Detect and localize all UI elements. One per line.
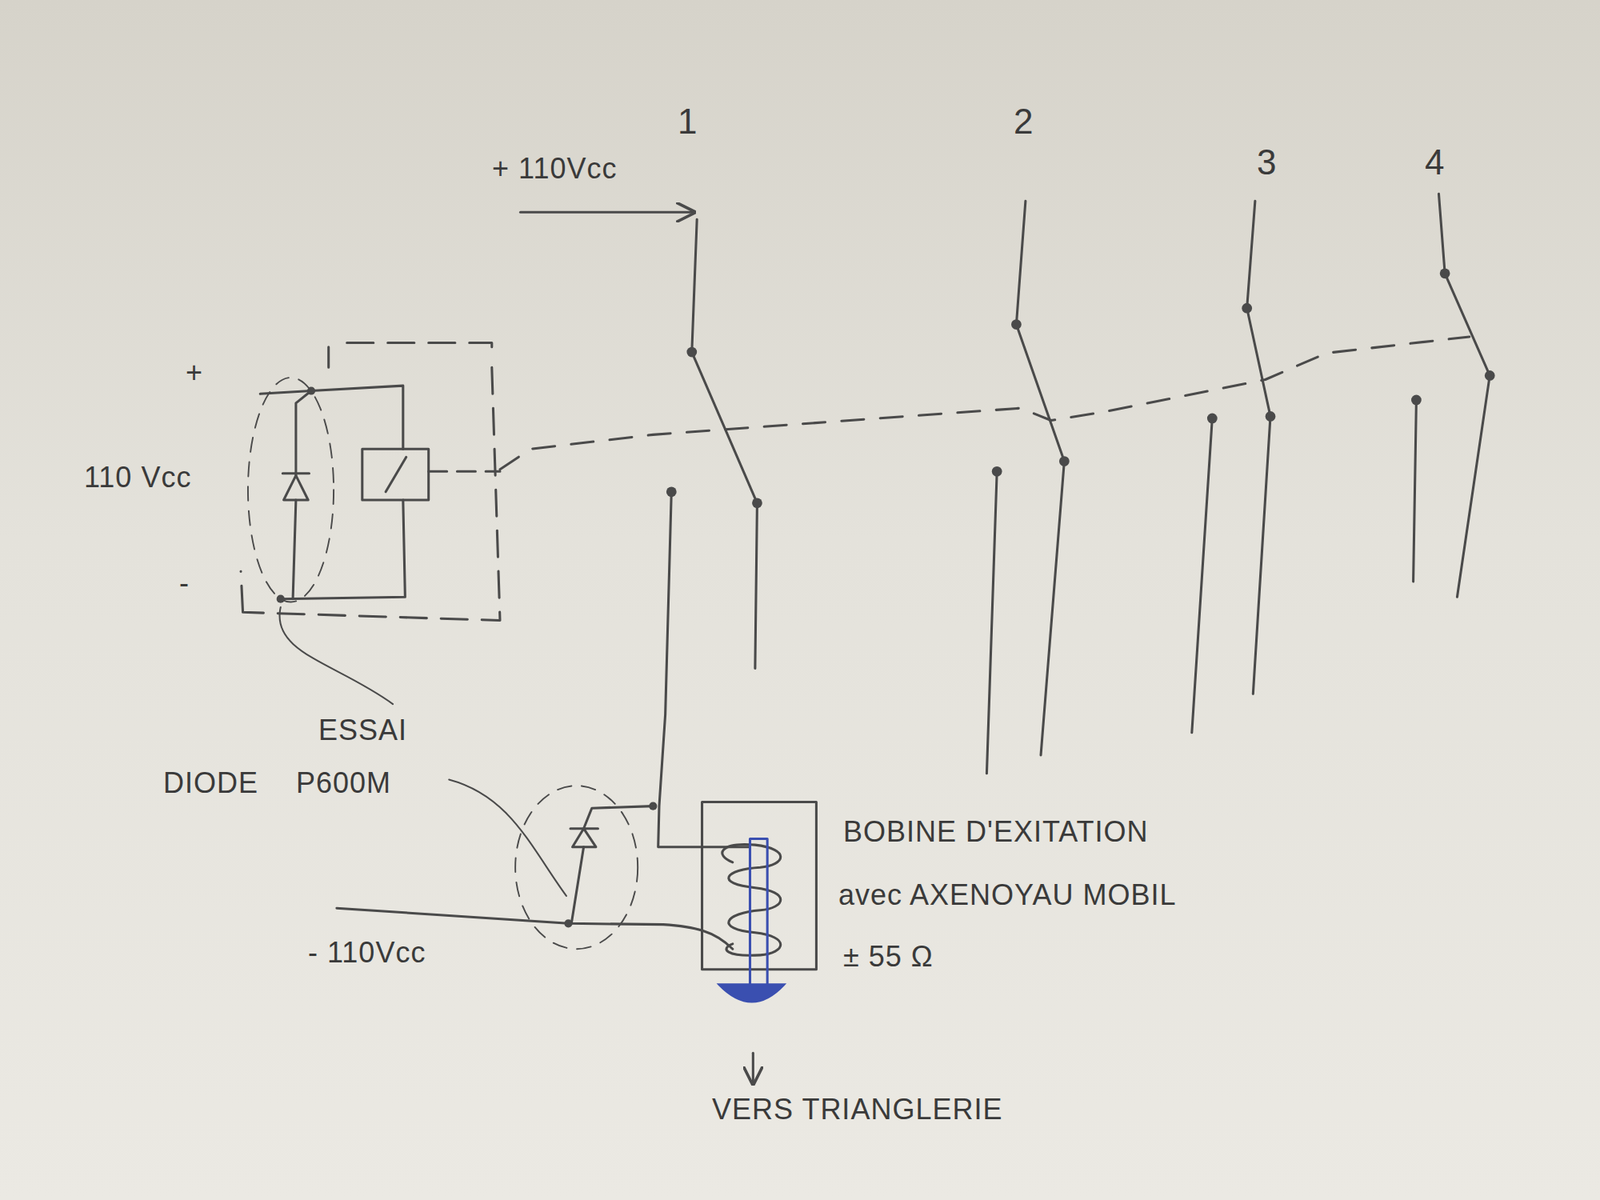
terminal-dot [686, 347, 697, 358]
terminal-dot [1241, 303, 1252, 314]
diode-symbol [570, 828, 598, 848]
annotation-text: - [179, 567, 190, 600]
wire [658, 492, 751, 848]
switch-pole [1438, 193, 1445, 273]
terminal-dot [666, 486, 677, 497]
terminal-dot [992, 466, 1003, 477]
switch-pole [1247, 200, 1256, 308]
switch-blade [1444, 273, 1490, 376]
relay-coil [362, 448, 429, 500]
relay-housing [240, 343, 500, 621]
terminal-dot [752, 497, 763, 508]
annotation-text: + 110Vcc [492, 152, 617, 185]
wire [1413, 400, 1417, 582]
supply-arrow [520, 211, 695, 214]
terminal-dot [1411, 395, 1422, 406]
pencil-lines [240, 193, 1490, 1084]
annotation-text: DIODE [163, 767, 259, 800]
switch-blade [1247, 308, 1271, 416]
switch-blade [1016, 324, 1064, 462]
leader-line [448, 779, 567, 896]
annotation-text: VERS TRIANGLERIE [712, 1093, 1003, 1126]
diode-symbol [282, 473, 309, 500]
terminal-dot [1440, 268, 1451, 279]
wire [986, 471, 997, 774]
wire [1252, 416, 1271, 694]
annotation-text: BOBINE D'EXITATION [843, 816, 1149, 848]
wire [1192, 418, 1213, 733]
dashed-circle [248, 377, 334, 603]
terminal-dots [276, 268, 1496, 928]
terminal-dot [564, 919, 572, 928]
core-rod [750, 838, 768, 984]
annotation-text: - 110Vcc [308, 936, 426, 969]
coil-housing [702, 802, 817, 970]
annotation-text: P600M [296, 767, 392, 800]
wire [292, 391, 312, 600]
annotation-text: 110 Vcc [84, 461, 192, 494]
annotation-text: ± 55 Ω [843, 940, 934, 973]
terminal-dot [1011, 319, 1022, 330]
callout-number: 2 [1013, 102, 1034, 141]
callout-number: 1 [677, 102, 698, 141]
wire [1456, 375, 1490, 597]
mechanical-link [428, 470, 500, 473]
core-head [719, 984, 784, 1002]
terminal-dot [307, 386, 316, 395]
relay-coil-slash [385, 456, 407, 492]
terminal-dot [1207, 413, 1218, 424]
wire [280, 500, 406, 600]
leader-line [279, 607, 393, 704]
callout-number: 4 [1424, 143, 1445, 182]
callout-number: 3 [1256, 143, 1277, 182]
terminal-dot [1484, 370, 1496, 381]
terminal-dot [1059, 456, 1070, 467]
moving-core [719, 838, 784, 1001]
annotation-text: avec AXENOYAU MOBIL [838, 879, 1176, 912]
wire [1040, 461, 1064, 756]
wire [260, 385, 404, 449]
output-arrow [752, 1052, 755, 1084]
annotation-text: ESSAI [318, 714, 408, 747]
switch-pole [1016, 200, 1025, 324]
switch-pole [692, 219, 697, 352]
terminal-dot [648, 802, 657, 811]
coil-winding [722, 844, 781, 956]
terminal-dot [1265, 411, 1276, 422]
wire [571, 806, 653, 924]
wire [755, 503, 758, 669]
mechanical-link [500, 336, 1470, 470]
annotation-text: + [185, 356, 204, 389]
terminal-dot [276, 595, 285, 604]
